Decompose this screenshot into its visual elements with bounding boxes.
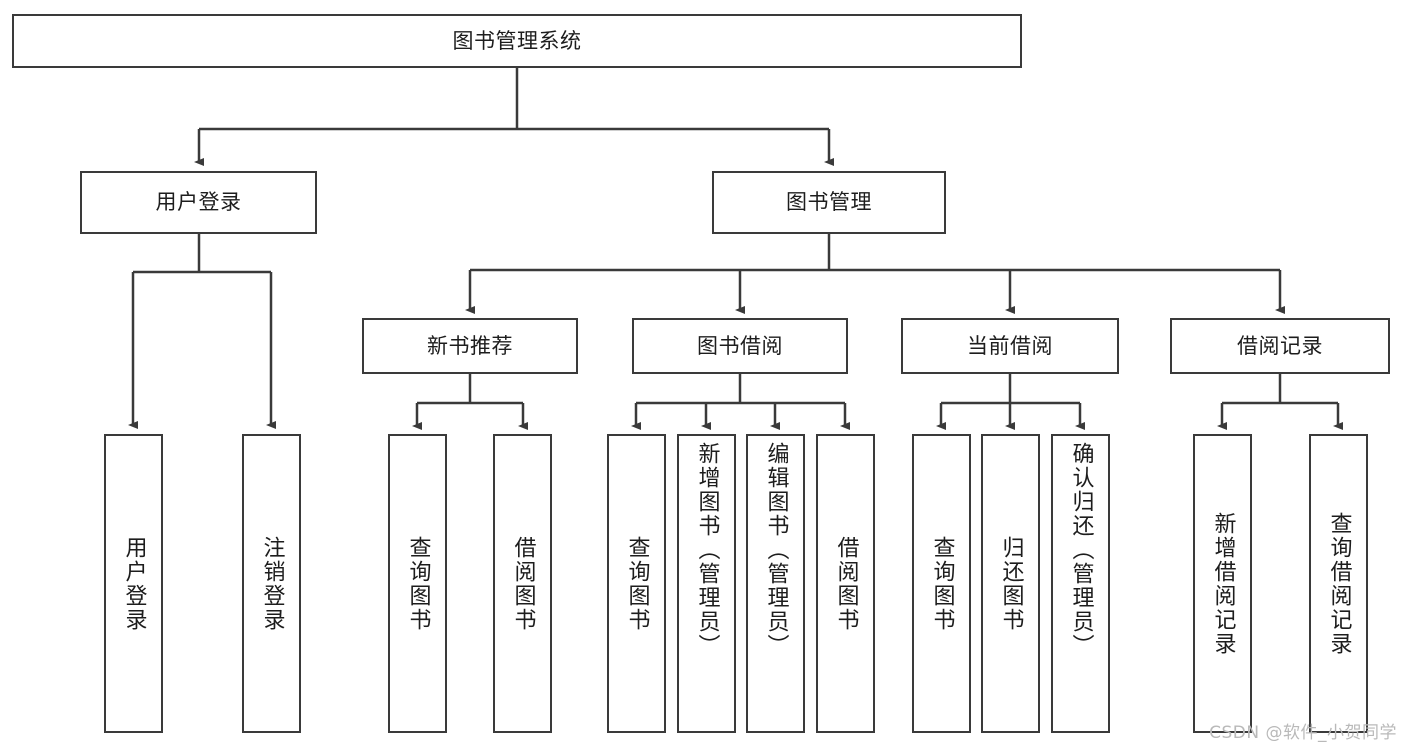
- node-root-label: 图书管理系统: [452, 28, 582, 53]
- node-leaf-borrow-book-1-label: 借阅图书: [510, 535, 536, 632]
- node-root[interactable]: 图书管理系统: [12, 14, 1022, 68]
- node-leaf-query-book-3[interactable]: 查询图书: [912, 434, 971, 733]
- node-leaf-user-login[interactable]: 用户登录: [104, 434, 163, 733]
- node-leaf-confirm-return-label: 确认归还（管理员）: [1068, 442, 1094, 658]
- node-leaf-query-book-2-label: 查询图书: [624, 535, 650, 632]
- node-leaf-edit-book[interactable]: 编辑图书（管理员）: [746, 434, 805, 733]
- node-leaf-borrow-book-2[interactable]: 借阅图书: [816, 434, 875, 733]
- node-leaf-add-book-label: 新增图书（管理员）: [694, 442, 720, 658]
- node-leaf-query-book-1[interactable]: 查询图书: [388, 434, 447, 733]
- node-user-login-label: 用户登录: [155, 190, 242, 215]
- node-leaf-query-book-1-label: 查询图书: [405, 535, 431, 632]
- node-leaf-logout[interactable]: 注销登录: [242, 434, 301, 733]
- node-user-login[interactable]: 用户登录: [80, 171, 317, 234]
- node-book-borrow[interactable]: 图书借阅: [632, 318, 848, 374]
- node-leaf-query-record-label: 查询借阅记录: [1326, 511, 1352, 656]
- node-new-book-rec-label: 新书推荐: [427, 333, 513, 358]
- node-leaf-query-record[interactable]: 查询借阅记录: [1309, 434, 1368, 733]
- node-leaf-return-book[interactable]: 归还图书: [981, 434, 1040, 733]
- node-borrow-record[interactable]: 借阅记录: [1170, 318, 1390, 374]
- node-leaf-add-record[interactable]: 新增借阅记录: [1193, 434, 1252, 733]
- node-leaf-confirm-return[interactable]: 确认归还（管理员）: [1051, 434, 1110, 733]
- node-leaf-query-book-3-label: 查询图书: [929, 535, 955, 632]
- node-current-borrow[interactable]: 当前借阅: [901, 318, 1119, 374]
- node-leaf-query-book-2[interactable]: 查询图书: [607, 434, 666, 733]
- node-leaf-borrow-book-1[interactable]: 借阅图书: [493, 434, 552, 733]
- node-leaf-return-book-label: 归还图书: [998, 535, 1024, 632]
- node-leaf-borrow-book-2-label: 借阅图书: [833, 535, 859, 632]
- node-leaf-logout-label: 注销登录: [259, 535, 285, 632]
- node-leaf-add-book[interactable]: 新增图书（管理员）: [677, 434, 736, 733]
- node-borrow-record-label: 借阅记录: [1237, 333, 1323, 358]
- node-leaf-user-login-label: 用户登录: [121, 535, 147, 632]
- node-book-manage-label: 图书管理: [786, 190, 872, 215]
- node-new-book-rec[interactable]: 新书推荐: [362, 318, 578, 374]
- node-book-manage[interactable]: 图书管理: [712, 171, 946, 234]
- node-leaf-add-record-label: 新增借阅记录: [1210, 511, 1236, 656]
- node-leaf-edit-book-label: 编辑图书（管理员）: [763, 442, 789, 658]
- watermark: CSDN @软件_小贺同学: [1209, 723, 1397, 743]
- node-book-borrow-label: 图书借阅: [697, 333, 783, 358]
- node-current-borrow-label: 当前借阅: [967, 333, 1053, 358]
